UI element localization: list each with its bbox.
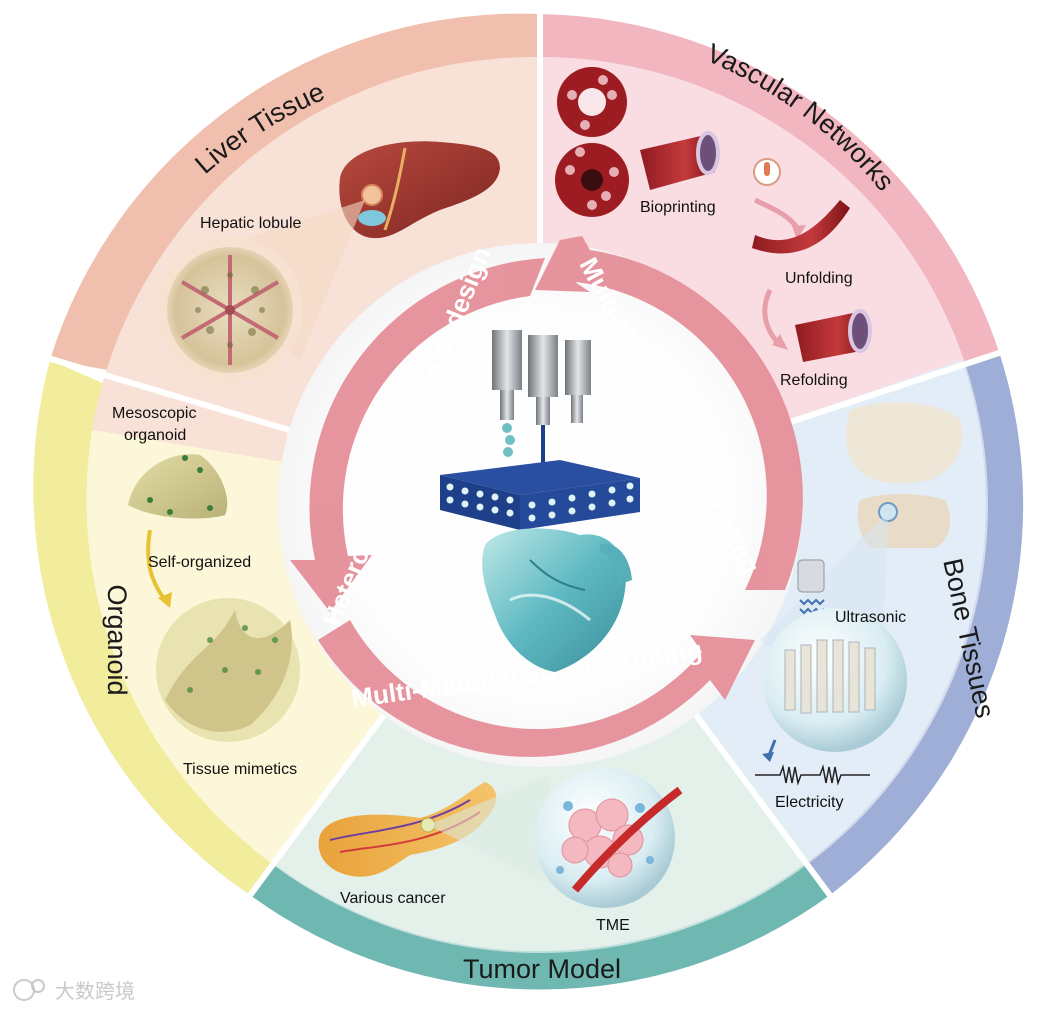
label-tme: TME (596, 917, 630, 934)
electricity-wave-icon (755, 764, 870, 786)
label-tissue-mimetics: Tissue mimetics (183, 761, 297, 778)
printed-scaffold (440, 460, 640, 530)
watermark-logo-icon (13, 979, 35, 1001)
arrow-construct-design (290, 258, 545, 612)
label-bioprinting: Bioprinting (640, 199, 716, 216)
title-tumor-model: Tumor Model (463, 954, 621, 984)
label-electricity: Electricity (775, 794, 843, 811)
vascular-illustration: Bioprinting Unfolding Refolding (555, 67, 872, 389)
vessel-refolded-icon (795, 312, 866, 362)
label-hepatic-lobule: Hepatic lobule (200, 215, 302, 232)
title-organoid: Organoid (102, 584, 132, 695)
label-refolding: Refolding (780, 372, 848, 389)
tumor-illustration: Various cancer TME (318, 768, 683, 934)
label-unfolding: Unfolding (785, 270, 853, 287)
cycle-arrows (290, 236, 803, 757)
label-various-cancer: Various cancer (340, 890, 446, 907)
vessel-unfolded-icon (752, 200, 850, 254)
arrow-3d-bioprinting (318, 620, 755, 757)
print-nozzle-2 (528, 335, 558, 397)
label-mesoscopic: Mesoscopic (112, 405, 196, 422)
knee-joint-icon (846, 402, 963, 484)
print-nozzle-1 (492, 330, 522, 390)
print-nozzle-3 (565, 340, 591, 395)
bioprinted-heart (482, 528, 632, 672)
watermark-text: 大数跨境 (55, 979, 135, 1003)
watermark: 大数跨境 (13, 979, 135, 1003)
pancreas-icon (318, 782, 497, 877)
organoid-illustration: Mesoscopic organoid Self-organized Tissu… (112, 405, 300, 778)
arrow-4d-bioprinting (535, 236, 803, 590)
bioprinter-illustration (492, 330, 591, 470)
label-organoid: organoid (124, 427, 186, 444)
bone-illustration: Ultrasonic Electricity (755, 402, 963, 811)
label-self-organized: Self-organized (148, 554, 251, 571)
liver-illustration: Hepatic lobule (157, 141, 500, 383)
label-ultrasonic: Ultrasonic (835, 609, 906, 626)
ultrasonic-transducer-icon (797, 559, 825, 593)
